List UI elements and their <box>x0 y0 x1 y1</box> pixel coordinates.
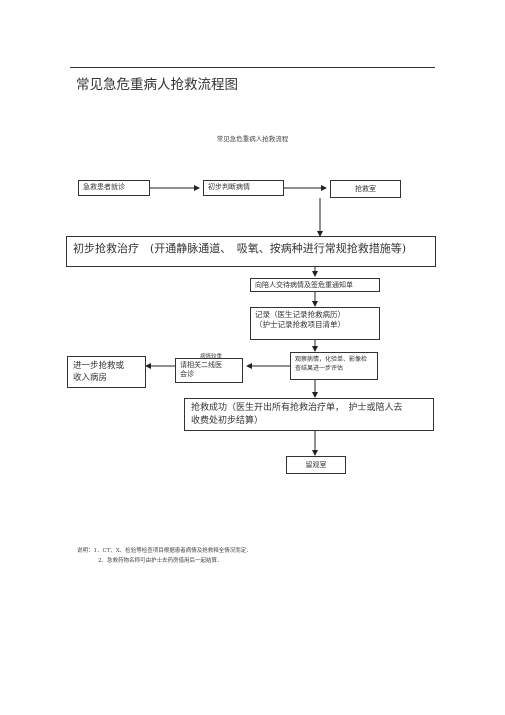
note-line-2: 2．急救药物名称可由护士去药房借用后一起结算． <box>98 558 223 564</box>
box-observation-room: 留观室 <box>286 456 346 474</box>
box-notify-family: 向陪人交待病情及签危重通知单 <box>250 278 380 292</box>
box-patient-arrival: 急救患者就诊 <box>78 180 150 196</box>
box-further-treatment: 进一步抢救或 收入病房 <box>67 356 146 388</box>
box-observe-evaluate: 观察病情，化验单、影像检 查结果进一步评估 <box>290 352 378 380</box>
page-title: 常见急危重病人抢救流程图 <box>76 77 238 93</box>
flowchart-title: 常见急危重病人抢救流程 <box>216 135 289 143</box>
box-record: 记录（医生记录抢救病历） （护士记录抢救项目清单） <box>250 307 380 340</box>
box-initial-assessment: 初步判断病情 <box>203 180 284 196</box>
header-rule <box>70 67 435 68</box>
box-rescue-success: 抢救成功（医生开出所有抢救治疗单， 护士或陪人去 收费处初步结算） <box>184 398 434 431</box>
box-consultation: 请相关二线医 会诊 <box>175 358 243 383</box>
box-initial-treatment: 初步抢救治疗 (开通静脉通道、 吸氧、按病种进行常规抢救措施等) <box>66 236 436 267</box>
box-resuscitation-room: 抢救室 <box>330 180 401 198</box>
note-line-1: 说明：1．CT、X、检验等检查项目根据患者病情及抢救释全情况而定． <box>77 548 252 554</box>
label-condition-severe: 病情较重 <box>200 354 223 360</box>
